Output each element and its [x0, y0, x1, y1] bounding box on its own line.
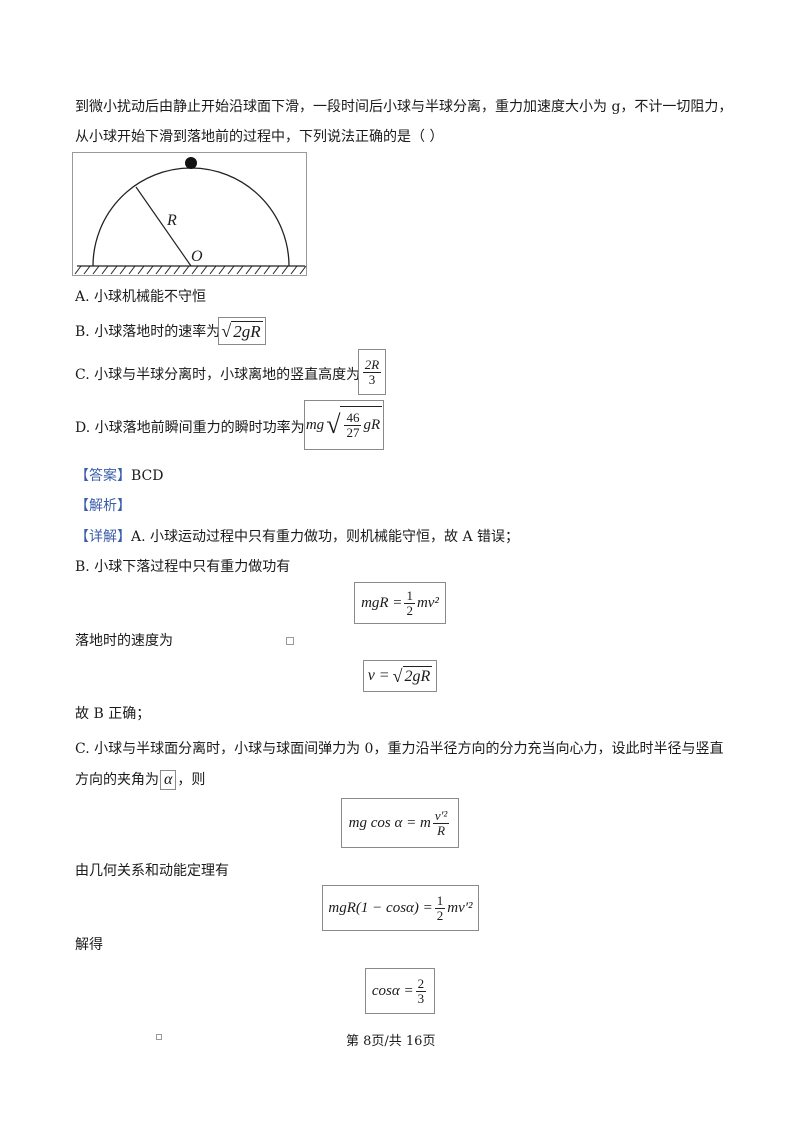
detail-a: 【详解】A. 小球运动过程中只有重力做功，则机械能守恒，故 A 错误； [75, 528, 519, 546]
kinetic-frac-den: 2 [436, 907, 444, 923]
detail-c-line-1: C. 小球与半球面分离时，小球与球面间弹力为 0，重力沿半径方向的分力充当向心力… [75, 741, 724, 757]
velocity-lhs: v = [367, 667, 390, 684]
cosine-frac-den: 3 [417, 990, 425, 1006]
ground-hatching [74, 265, 307, 275]
placeholder-square [286, 637, 294, 645]
answer-value: BCD [131, 468, 164, 484]
centripetal-frac-num: v′² [432, 807, 450, 824]
kinetic-frac-num: 1 [434, 892, 446, 909]
centripetal-frac-den: R [437, 822, 446, 838]
cosine-lhs: cosα = [371, 982, 414, 999]
detail-speed: 落地时的速度为 [75, 633, 173, 649]
alpha-symbol: α [160, 770, 177, 790]
option-d: D. 小球落地前瞬间重力的瞬时功率为 [75, 420, 305, 436]
kinetic-rhs: mv′² [447, 899, 473, 916]
velocity-equation: v = √2gR [363, 660, 437, 692]
energy-lhs: mgR = [361, 594, 403, 611]
option-b-radicand: 2gR [231, 320, 263, 341]
energy-rhs: mv² [416, 594, 439, 611]
radius-label: R [166, 212, 177, 229]
option-d-prefix: mg [305, 416, 325, 433]
cosine-frac-num: 2 [415, 975, 427, 992]
stem-line-1: 到微小扰动后由静止开始沿球面下滑，一段时间后小球与半球分离，重力加速度大小为 g… [75, 99, 733, 115]
detail-bracket: 【详解】 [75, 529, 131, 545]
option-d-suffix: gR [363, 417, 381, 433]
kinetic-lhs: mgR(1 − cosα) = [328, 899, 433, 916]
centripetal-lhs: mg cos α = m [348, 814, 431, 831]
page-number: 第 8页/共 16页 [346, 1034, 436, 1049]
hemisphere-figure: R O [72, 152, 307, 276]
radius-line [135, 186, 192, 267]
small-ball [185, 157, 197, 169]
detail-a-text: A. 小球运动过程中只有重力做功，则机械能守恒，故 A 错误； [131, 529, 520, 545]
detail-b: B. 小球下落过程中只有重力做功有 [75, 559, 291, 575]
energy-frac-num: 1 [404, 587, 415, 604]
option-c-numerator: 2R [362, 356, 382, 373]
answer-line: 【答案】BCD [75, 467, 163, 485]
detail-b-correct: 故 B 正确； [75, 706, 151, 722]
option-c-denominator: 3 [368, 371, 376, 387]
detail-c-line-2b: ，则 [177, 772, 206, 788]
center-label: O [191, 248, 203, 265]
option-b-formula: √2gR [218, 317, 266, 345]
answer-bracket: 【答案】 [75, 468, 131, 484]
hemisphere-diagram: R O [74, 157, 307, 275]
detail-c-line-2a: 方向的夹角为 [75, 772, 159, 788]
option-d-numerator: 46 [344, 410, 362, 426]
option-c: C. 小球与半球分离时，小球离地的竖直高度为 [75, 367, 361, 383]
analysis-heading: 【解析】 [75, 497, 131, 515]
stem-line-2: 从小球开始下滑到落地前的过程中，下列说法正确的是（ ） [75, 129, 444, 145]
option-a: A. 小球机械能不守恒 [75, 289, 207, 305]
option-b: B. 小球落地时的速率为 [75, 324, 221, 340]
detail-solve: 解得 [75, 937, 103, 953]
analysis-bracket: 【解析】 [75, 498, 131, 514]
option-d-denominator: 27 [346, 425, 360, 440]
detail-geometry: 由几何关系和动能定理有 [75, 863, 229, 879]
footer-mark [156, 1034, 162, 1040]
velocity-radicand: 2gR [402, 666, 433, 685]
energy-frac-den: 2 [406, 602, 413, 618]
